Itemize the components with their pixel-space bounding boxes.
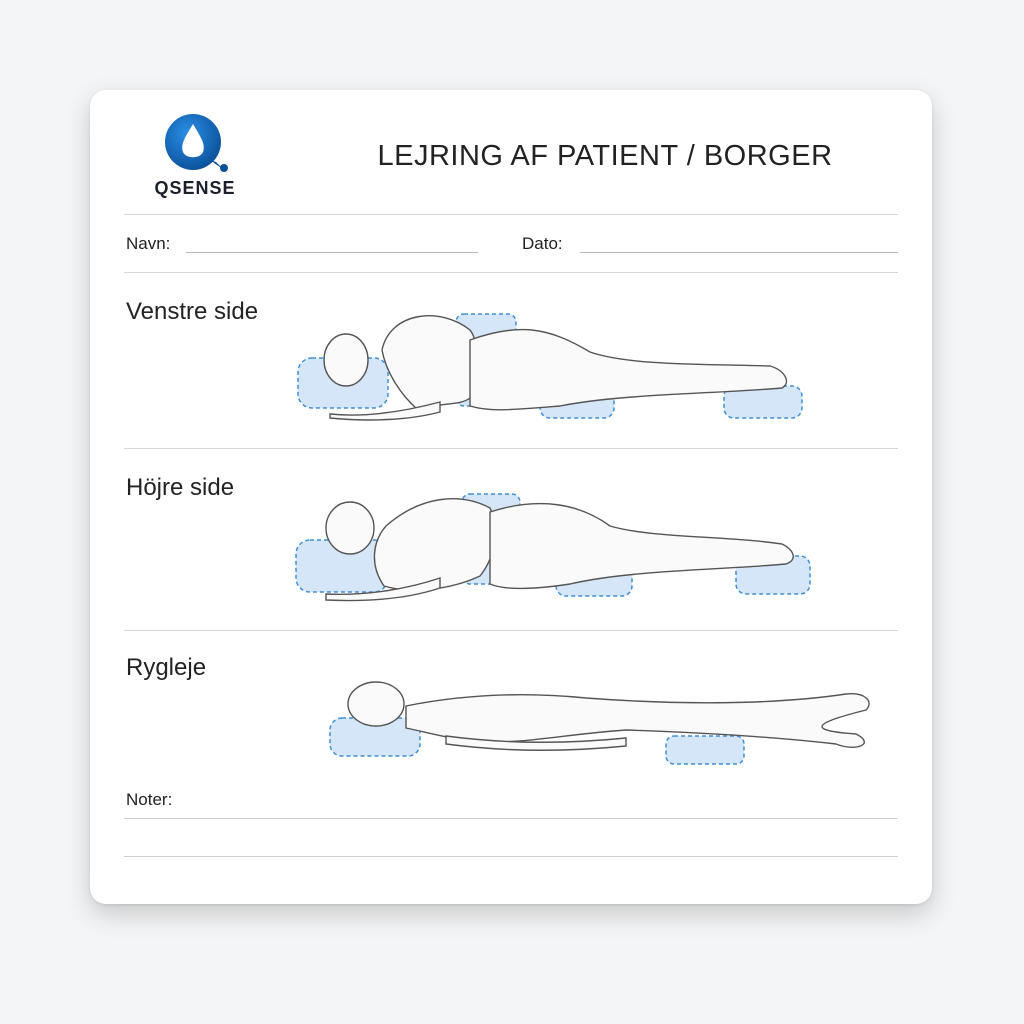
- notes-label: Noter:: [126, 790, 173, 809]
- divider: [124, 448, 898, 449]
- divider: [124, 214, 898, 215]
- divider: [124, 630, 898, 631]
- brand-name: QSENSE: [154, 178, 236, 198]
- page-title: LEJRING AF PATIENT / BORGER: [377, 140, 833, 172]
- divider: [124, 272, 898, 273]
- water-drop-logo-icon: [165, 114, 228, 172]
- name-field[interactable]: [186, 252, 478, 253]
- section-label-left-side: Venstre side: [126, 298, 259, 325]
- date-label: Dato:: [522, 234, 563, 253]
- section-label-supine: Rygleje: [126, 654, 207, 681]
- name-label: Navn:: [126, 234, 171, 253]
- section-label-right-side: Höjre side: [126, 474, 235, 501]
- patient-right-side-icon: [295, 493, 811, 602]
- date-field[interactable]: [580, 252, 898, 253]
- positioning-card: QSENSE LEJRING AF PATIENT / BORGER Navn:…: [90, 90, 932, 904]
- brand-logo: QSENSE: [130, 112, 260, 204]
- notes-line[interactable]: [124, 818, 898, 819]
- patient-left-side-icon: [297, 313, 803, 421]
- patient-supine-icon: [329, 681, 870, 765]
- notes-line[interactable]: [124, 856, 898, 857]
